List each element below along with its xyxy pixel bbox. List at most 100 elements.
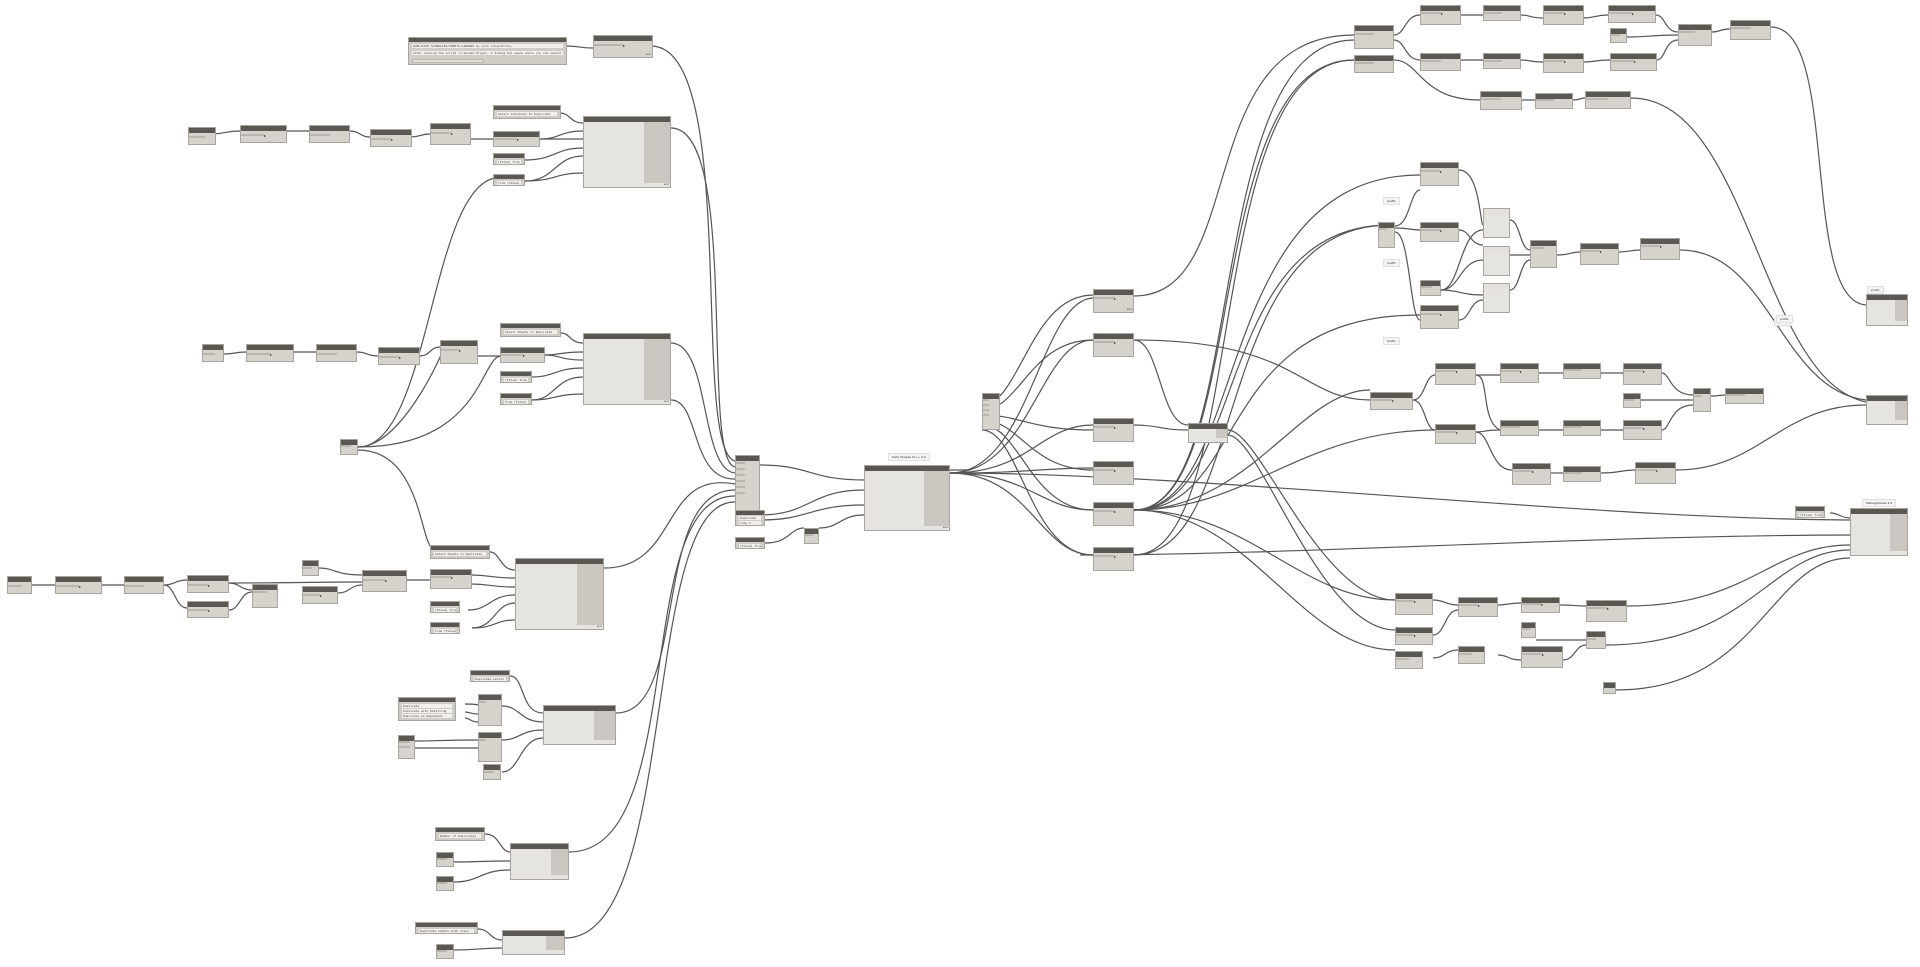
node-tr-13[interactable]: [1730, 20, 1771, 40]
node-mr-if-2[interactable]: [1483, 246, 1510, 276]
node-tr-1[interactable]: [1354, 25, 1394, 49]
node-pick-1[interactable]: AUTO: [1093, 289, 1134, 313]
node-br-7[interactable]: [1521, 622, 1536, 638]
node-chain3-j[interactable]: [430, 569, 472, 589]
node-tr-10[interactable]: [1610, 28, 1627, 43]
node-br-1[interactable]: [1395, 593, 1433, 615]
node-chain3-e[interactable]: [187, 601, 229, 618]
node-number-main[interactable]: [510, 843, 569, 880]
node-pick-2[interactable]: [1093, 333, 1134, 357]
node-mr-6[interactable]: [1580, 243, 1619, 265]
node-mr-7[interactable]: [1640, 238, 1680, 260]
bool-toggle-3[interactable]: [False] True: [500, 371, 532, 383]
node-chain3-d[interactable]: [187, 575, 229, 593]
sheets-with-views-input[interactable]: Duplicate sheets with views: [415, 922, 478, 934]
node-mr-2[interactable]: [1420, 222, 1459, 242]
number-of-duplicates-input[interactable]: Number of Duplicates: [435, 827, 485, 841]
node-pr-14[interactable]: [1635, 462, 1676, 484]
node-intro-output[interactable]: AUTO: [593, 35, 653, 58]
node-bool-hub[interactable]: [340, 439, 358, 455]
intro-note-input[interactable]: DUPLICATE SCHEDULES/SHEETS/LEGENDS by Lu…: [408, 37, 567, 65]
node-pr-2[interactable]: [1435, 424, 1476, 444]
node-chain3-a[interactable]: [7, 576, 32, 594]
node-chain2-a[interactable]: [202, 344, 224, 362]
node-option-a[interactable]: [478, 694, 502, 726]
node-tr-9[interactable]: [1608, 5, 1656, 23]
node-br-10[interactable]: [1586, 631, 1606, 649]
node-duplicate-sheets[interactable]: AUTO: [583, 333, 671, 405]
node-chain1-c[interactable]: [309, 125, 350, 143]
bool-toggle-4[interactable]: True [False]: [500, 393, 532, 405]
node-number-b[interactable]: [436, 876, 454, 891]
node-pick-3[interactable]: [1093, 418, 1134, 442]
bool-toggle-8[interactable]: [False] True: [1795, 506, 1825, 518]
node-option-c[interactable]: [483, 764, 501, 780]
node-mr-3[interactable]: [1420, 280, 1441, 296]
select-sheets-input[interactable]: Select Sheets to Duplicate: [500, 323, 561, 337]
node-number-a[interactable]: [436, 852, 454, 867]
node-option-b[interactable]: [478, 732, 502, 762]
node-chain1-d[interactable]: [370, 129, 412, 147]
node-chain3-i[interactable]: [362, 570, 407, 592]
node-br-3[interactable]: [1395, 651, 1423, 669]
bool-toggle-1[interactable]: [False] True: [493, 153, 525, 165]
node-sheets-views-main[interactable]: [502, 930, 565, 955]
node-pick-4[interactable]: [1093, 461, 1134, 485]
node-pick-5[interactable]: [1093, 502, 1134, 526]
node-rename-2[interactable]: [1866, 395, 1908, 425]
node-rename-1[interactable]: [1866, 294, 1908, 326]
node-duplicate-legends[interactable]: AUTO: [515, 558, 604, 630]
node-option-list[interactable]: [398, 735, 415, 759]
bool-toggle-6[interactable]: True [False]: [430, 622, 460, 634]
node-chain1-b[interactable]: [240, 125, 287, 143]
node-pr-10[interactable]: [1693, 388, 1711, 412]
node-chain3-c[interactable]: [124, 576, 164, 594]
node-br-5[interactable]: [1458, 646, 1485, 664]
node-br-11[interactable]: [1603, 682, 1616, 694]
node-tr-12[interactable]: [1678, 24, 1712, 46]
node-tr-14[interactable]: [1480, 91, 1522, 110]
intro-scroll-bar[interactable]: [412, 59, 484, 63]
node-chain2-c[interactable]: [316, 344, 357, 362]
node-pr-0[interactable]: [1370, 392, 1413, 410]
node-tr-8[interactable]: [1543, 53, 1584, 73]
node-chain2-e[interactable]: [440, 340, 478, 364]
duplicate-option-input[interactable]: Duplicate option: [470, 670, 510, 682]
node-pr-4[interactable]: [1500, 420, 1539, 436]
node-br-4[interactable]: [1458, 597, 1498, 617]
node-duplicate-views[interactable]: [543, 705, 616, 745]
node-br-2[interactable]: [1395, 627, 1433, 645]
node-pr-5[interactable]: [1563, 363, 1601, 379]
node-pr-12[interactable]: [1512, 463, 1551, 485]
select-sheets-dup-input[interactable]: Select Sheets to Duplicate: [430, 545, 490, 559]
node-pr-8[interactable]: [1623, 393, 1641, 408]
node-pr-6[interactable]: [1563, 420, 1601, 436]
select-schedules-input[interactable]: Select Schedules to Duplicate: [493, 105, 561, 119]
node-br-9[interactable]: [1586, 600, 1627, 622]
node-pr-9[interactable]: [1623, 420, 1662, 440]
node-tr-7[interactable]: [1543, 5, 1584, 25]
node-tr-4[interactable]: [1420, 53, 1461, 71]
node-tr-6[interactable]: [1483, 53, 1521, 69]
node-chain2-b[interactable]: [246, 344, 294, 362]
node-mr-5[interactable]: [1530, 240, 1557, 268]
node-pr-3[interactable]: [1500, 363, 1539, 383]
bool-toggle-7[interactable]: [False] True: [735, 537, 765, 549]
node-pr-7[interactable]: [1623, 363, 1662, 385]
node-if-switch[interactable]: [1188, 423, 1228, 443]
node-tr-16[interactable]: [1585, 91, 1631, 109]
node-pr-13[interactable]: [1563, 466, 1601, 482]
node-pr-1[interactable]: [1435, 363, 1476, 385]
node-mr-4[interactable]: [1420, 305, 1459, 329]
node-data-shapes-ui[interactable]: AUTO: [864, 465, 950, 531]
node-mr-1[interactable]: [1420, 162, 1459, 186]
node-br-8[interactable]: [1521, 646, 1563, 668]
node-br-6[interactable]: [1521, 597, 1560, 613]
node-duplicate-schedules[interactable]: AUTO: [583, 116, 671, 188]
node-pick-6[interactable]: [1093, 547, 1134, 571]
node-chain3-h[interactable]: [302, 586, 338, 604]
node-chain3-f[interactable]: [252, 584, 278, 608]
node-mr-if-3[interactable]: [1483, 283, 1510, 313]
node-chain1-e[interactable]: [430, 123, 471, 145]
